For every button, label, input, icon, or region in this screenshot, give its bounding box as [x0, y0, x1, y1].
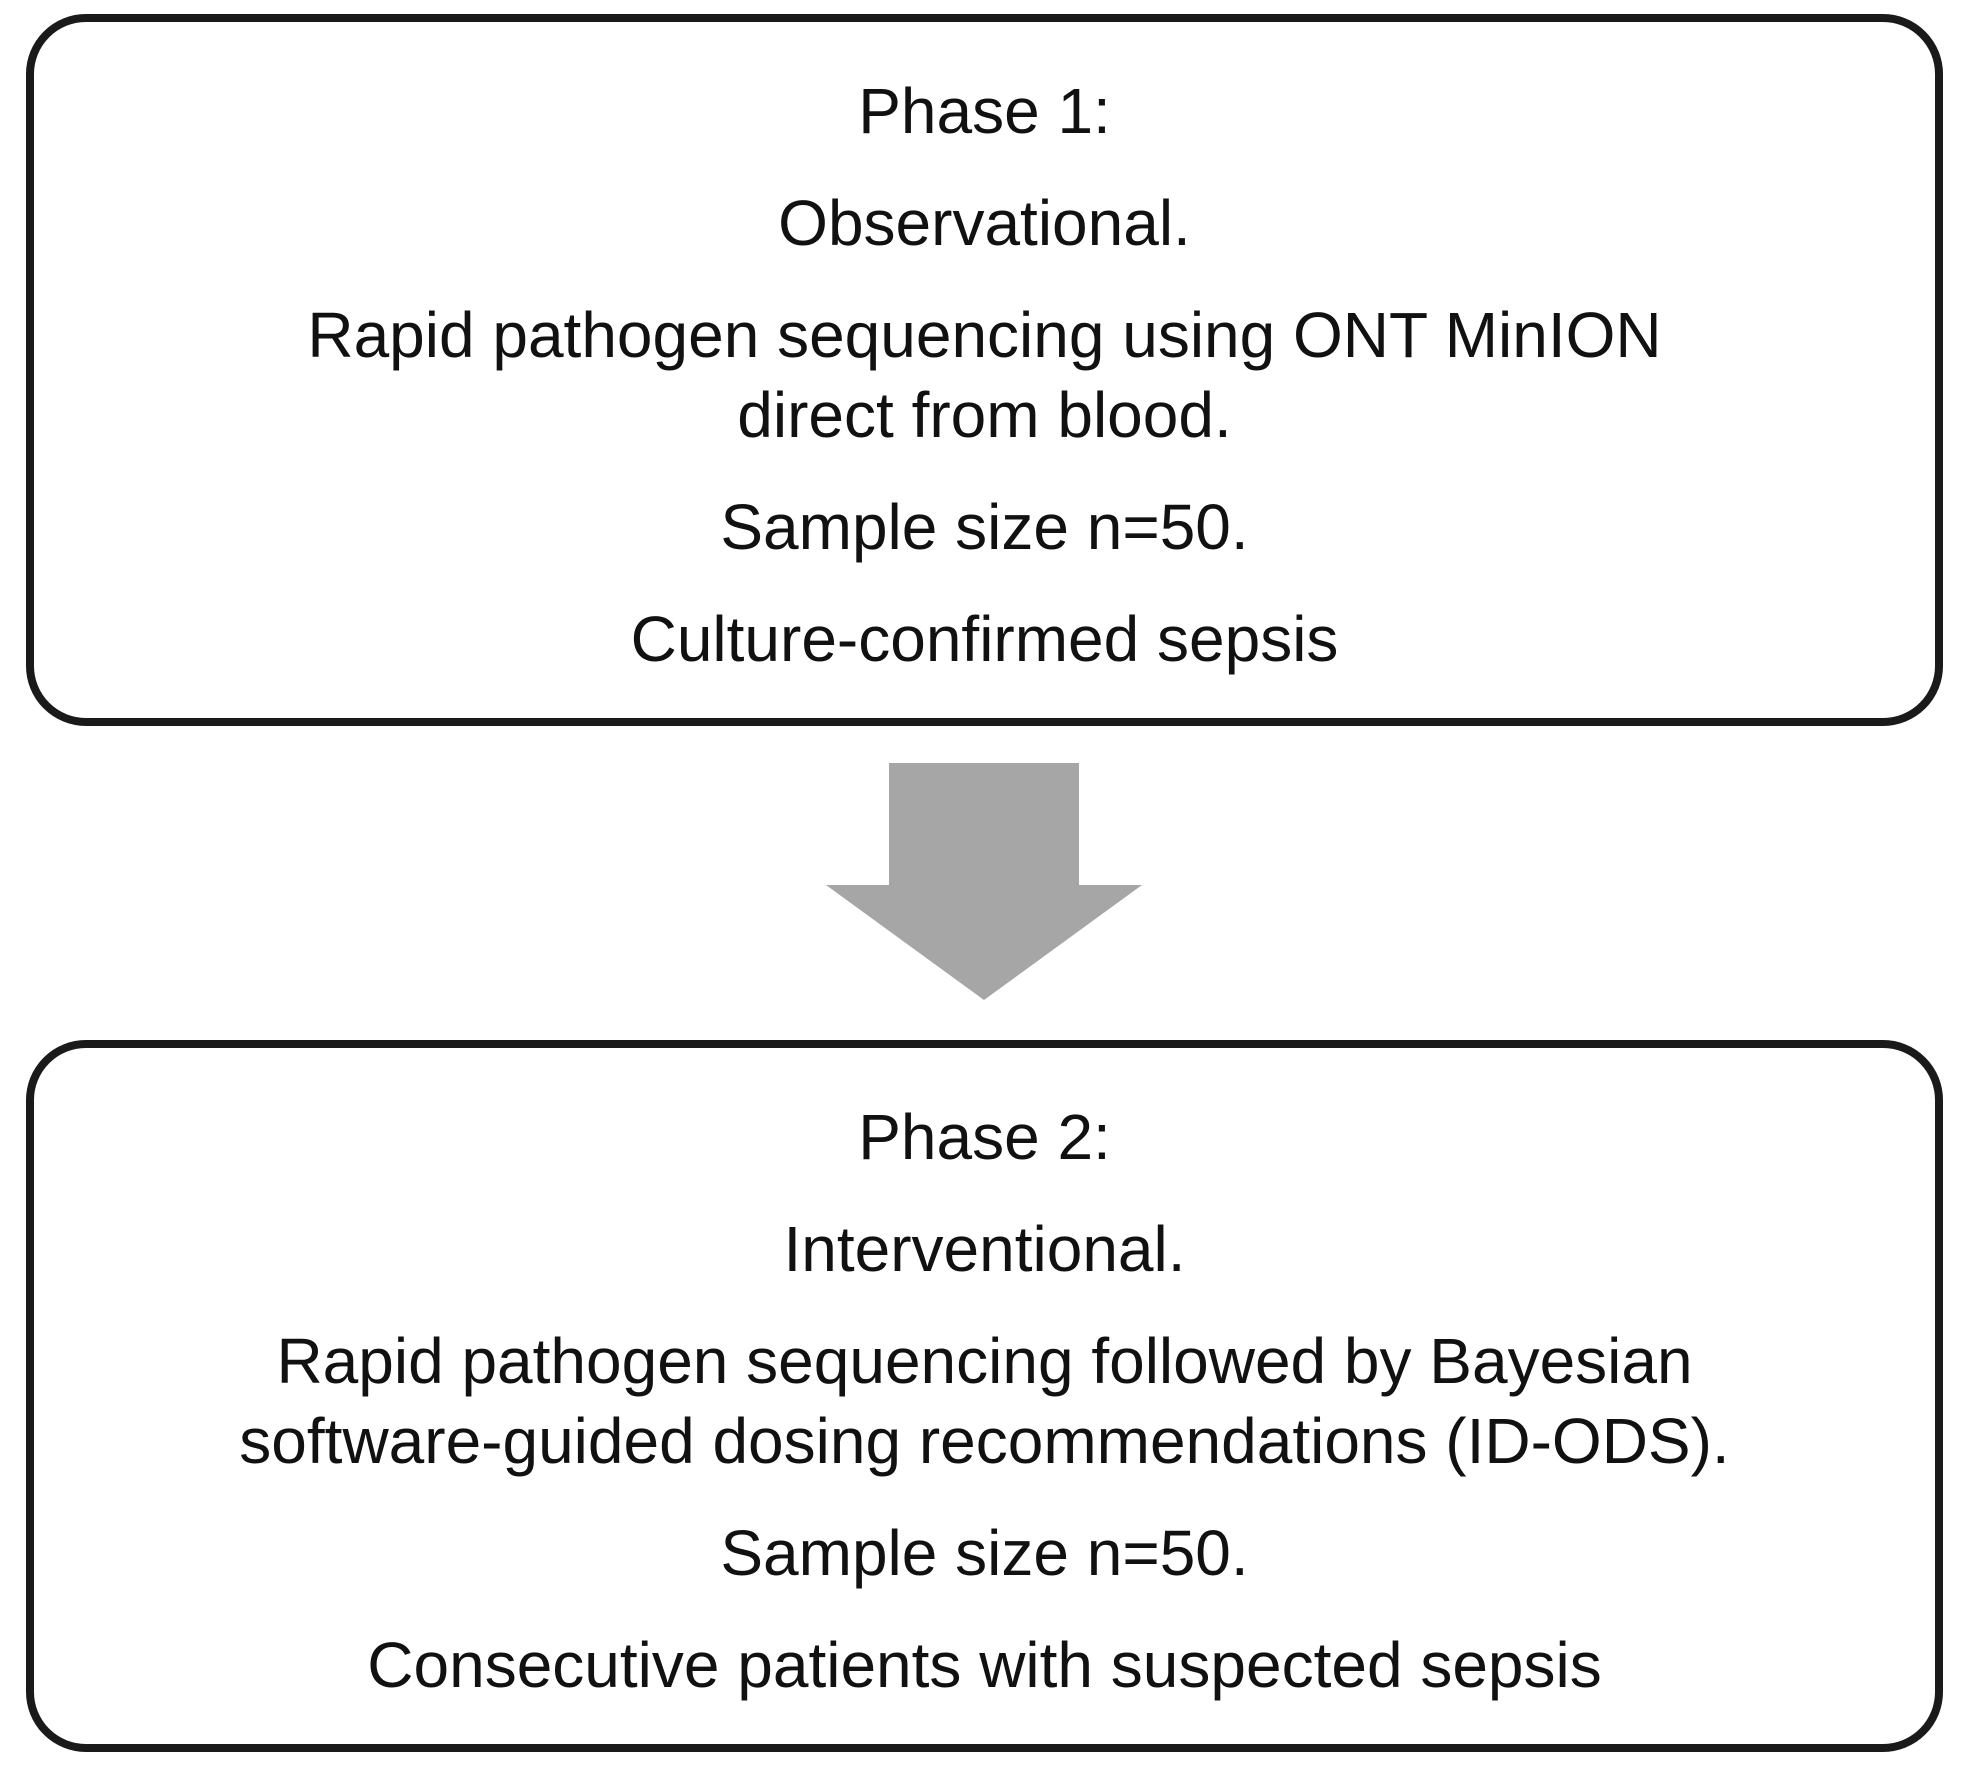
down-arrow-icon [826, 763, 1142, 1000]
phase-1-description-line-1: Rapid pathogen sequencing using ONT MinI… [307, 299, 1662, 371]
phase-2-type: Interventional. [783, 1213, 1186, 1285]
phase-1-type: Observational. [778, 187, 1191, 259]
phase-1-box: Phase 1: Observational. Rapid pathogen s… [26, 14, 1943, 726]
phase-1-description-line-2: direct from blood. [737, 379, 1232, 451]
phase-1-heading: Phase 1: [858, 75, 1111, 147]
phase-2-sample-size: Sample size n=50. [720, 1517, 1249, 1589]
phase-2-population: Consecutive patients with suspected seps… [367, 1629, 1602, 1701]
phase-2-description-line-2: software-guided dosing recommendations (… [239, 1405, 1730, 1477]
phase-2-description-line-1: Rapid pathogen sequencing followed by Ba… [276, 1325, 1693, 1397]
phase-1-sample-size: Sample size n=50. [720, 491, 1249, 563]
phase-2-heading: Phase 2: [858, 1101, 1111, 1173]
phase-2-box: Phase 2: Interventional. Rapid pathogen … [26, 1040, 1943, 1752]
phase-1-population: Culture-confirmed sepsis [630, 603, 1339, 675]
